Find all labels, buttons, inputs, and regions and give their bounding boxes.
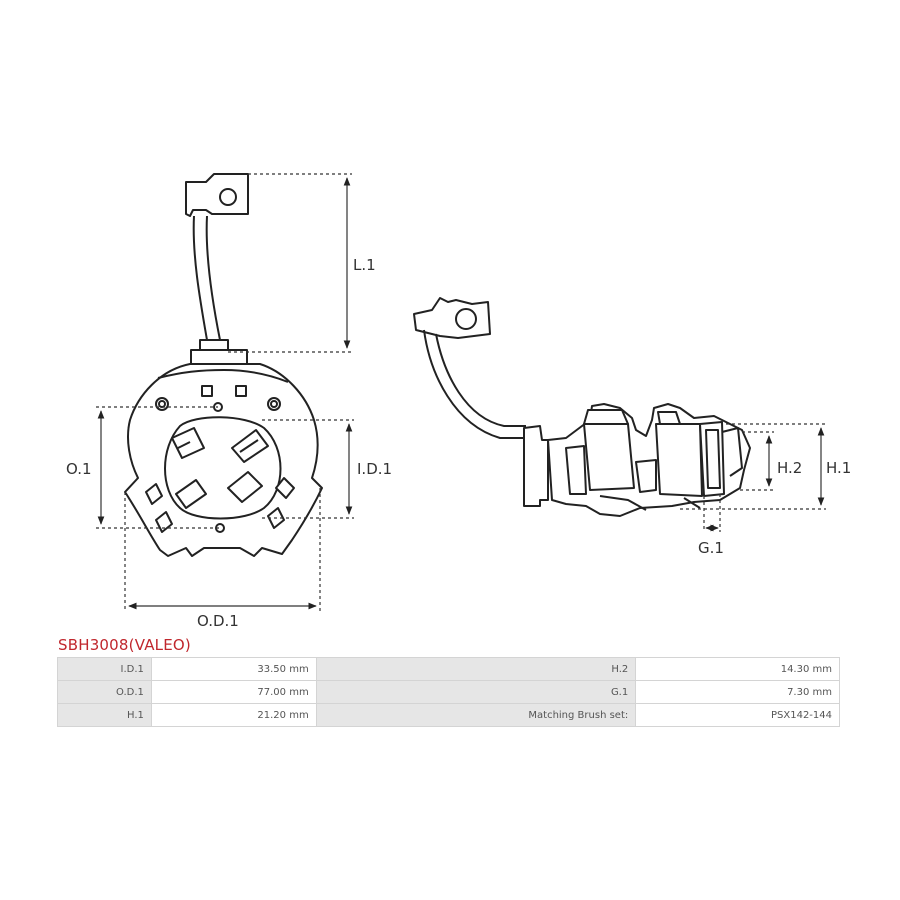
table-row: I.D.1 33.50 mm H.2 14.30 mm [57, 657, 840, 681]
spec-value: 21.20 mm [150, 703, 317, 727]
spec-label: I.D.1 [57, 657, 152, 681]
product-title: SBH3008(VALEO) [58, 636, 191, 654]
dim-label-o1: O.1 [66, 460, 92, 478]
spec-value: 7.30 mm [635, 680, 840, 704]
spec-value: 14.30 mm [635, 657, 840, 681]
spec-value: 33.50 mm [150, 657, 317, 681]
spec-label: G.1 [315, 680, 637, 704]
spec-label: H.1 [57, 703, 152, 727]
spec-value: PSX142-144 [635, 703, 840, 727]
side-view-drawing [413, 297, 751, 517]
dim-label-id1: I.D.1 [357, 460, 392, 478]
dim-label-h2: H.2 [777, 459, 802, 477]
dim-label-h1: H.1 [826, 459, 851, 477]
spec-label: Matching Brush set: [315, 703, 637, 727]
side-dimensions [680, 423, 826, 532]
table-row: O.D.1 77.00 mm G.1 7.30 mm [57, 680, 840, 704]
front-dimensions [96, 173, 354, 612]
table-row: H.1 21.20 mm Matching Brush set: PSX142-… [57, 703, 840, 727]
dim-label-od1: O.D.1 [197, 612, 239, 630]
front-view-drawing [124, 173, 323, 557]
spec-table: I.D.1 33.50 mm H.2 14.30 mm O.D.1 77.00 … [57, 657, 840, 727]
dim-label-g1: G.1 [698, 539, 724, 557]
spec-label: H.2 [315, 657, 637, 681]
spec-value: 77.00 mm [150, 680, 317, 704]
dim-label-l1: L.1 [353, 256, 376, 274]
spec-label: O.D.1 [57, 680, 152, 704]
